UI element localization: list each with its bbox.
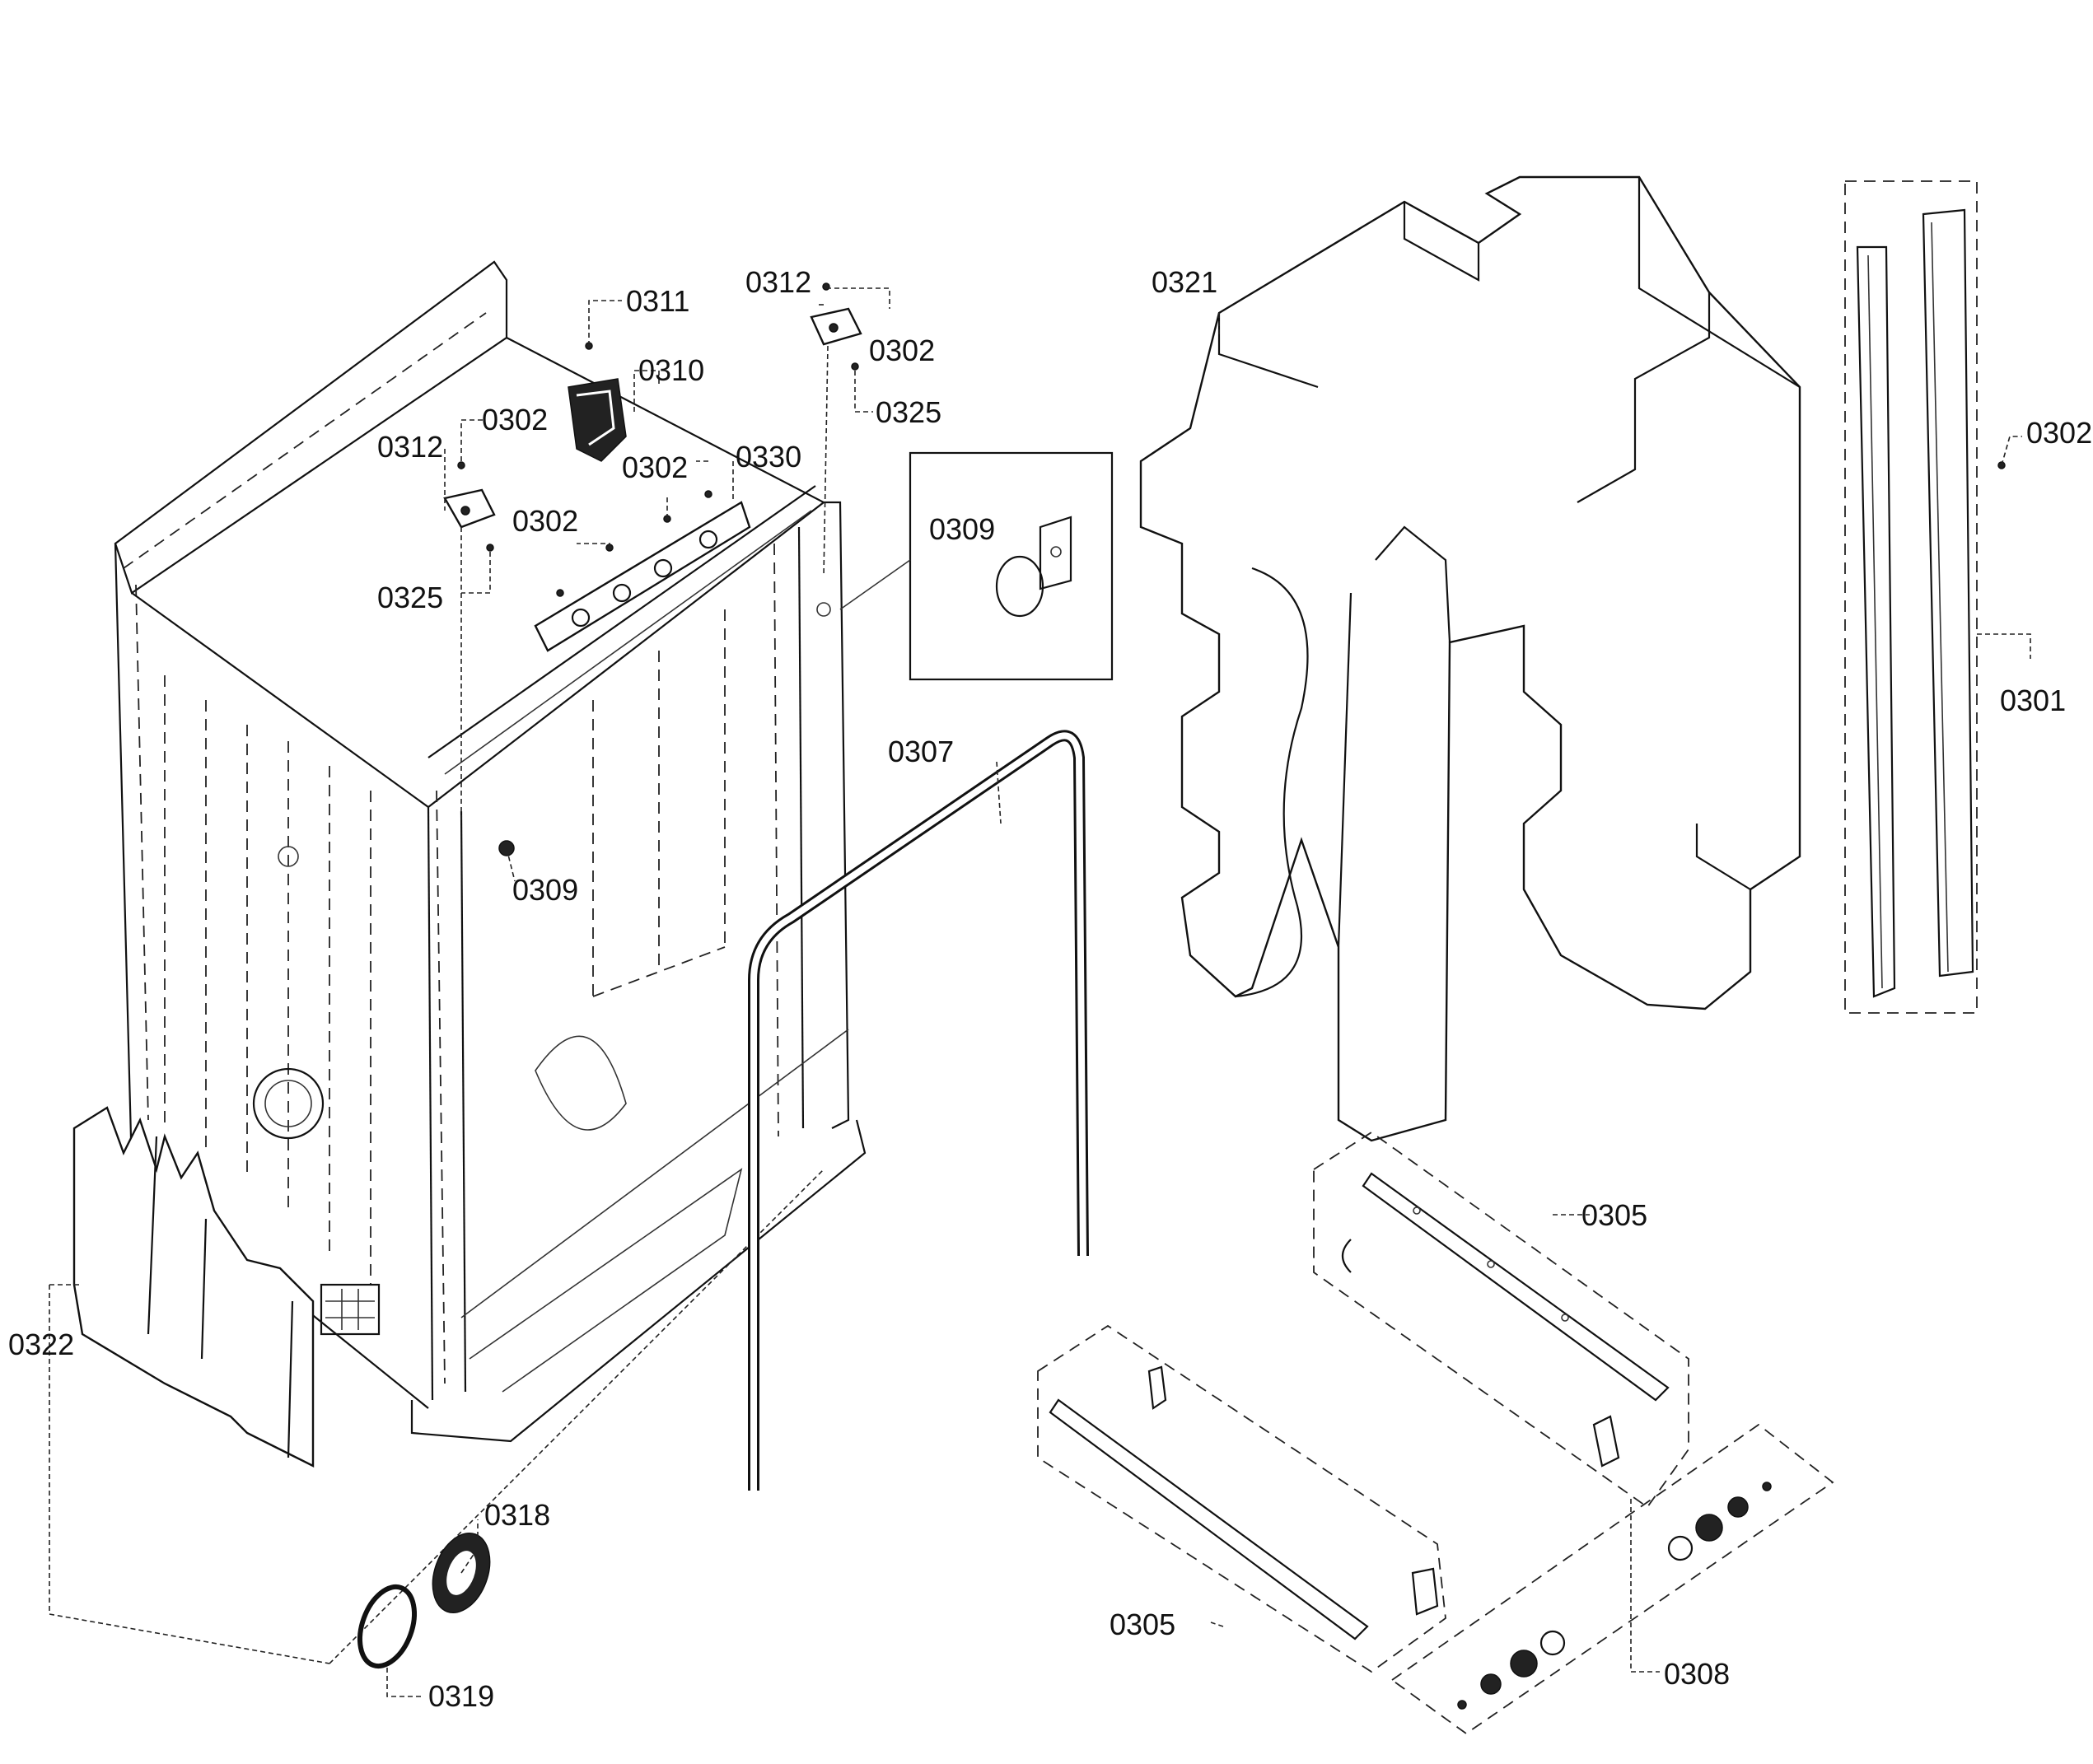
part-0330-bracket-plate bbox=[534, 501, 751, 652]
callout-0305-upper: 0305 bbox=[1581, 1198, 1647, 1232]
callout-0319: 0319 bbox=[428, 1679, 494, 1713]
callout-0302-rail: 0302 bbox=[2026, 416, 2092, 450]
callout-0321: 0321 bbox=[1152, 265, 1217, 299]
callout-0312-left: 0312 bbox=[377, 430, 443, 464]
part-0310-hinge-bracket bbox=[568, 378, 627, 462]
callout-0307: 0307 bbox=[888, 735, 954, 768]
dishwasher-tub bbox=[114, 260, 867, 1443]
part-0305-upper-rail bbox=[1313, 1131, 1689, 1509]
part-0321-insulation-blanket bbox=[1139, 175, 1801, 1142]
part-0307-door-gasket bbox=[748, 730, 1089, 1491]
callout-0325-left: 0325 bbox=[377, 581, 443, 614]
callout-0302-top-left: 0302 bbox=[482, 403, 548, 436]
callout-0308: 0308 bbox=[1664, 1657, 1730, 1691]
callout-0305-lower: 0305 bbox=[1110, 1608, 1175, 1641]
callout-0301: 0301 bbox=[2000, 684, 2066, 717]
callout-0318: 0318 bbox=[484, 1498, 550, 1532]
part-0319-ring bbox=[357, 1584, 417, 1669]
part-0312-bracket-right bbox=[810, 307, 862, 346]
part-0305-lower-rail bbox=[1037, 1324, 1446, 1673]
callout-0312-right: 0312 bbox=[745, 265, 811, 299]
callout-0325-right: 0325 bbox=[876, 395, 941, 429]
leader-lines bbox=[49, 287, 2031, 1697]
part-0322-outline bbox=[49, 1285, 330, 1664]
callout-0309-tub: 0309 bbox=[512, 873, 578, 907]
callout-0302-mid: 0302 bbox=[512, 504, 578, 538]
part-0312-bracket-left bbox=[443, 488, 496, 529]
callout-0311: 0311 bbox=[626, 284, 689, 318]
part-0322-outline-edge bbox=[329, 1169, 825, 1664]
callout-0330: 0330 bbox=[736, 440, 801, 474]
part-0301-side-rails bbox=[1844, 180, 1978, 1014]
part-0309-detail-box bbox=[839, 451, 1114, 681]
callout-0309-detail: 0309 bbox=[929, 512, 995, 546]
callout-0322: 0322 bbox=[8, 1328, 74, 1361]
part-0322-insulation-panel bbox=[72, 1106, 315, 1468]
callout-0302-plate: 0302 bbox=[622, 450, 688, 484]
callout-0302-right: 0302 bbox=[869, 334, 935, 367]
part-0308-roller-kit bbox=[1390, 1423, 1834, 1735]
callout-0310: 0310 bbox=[638, 353, 704, 387]
